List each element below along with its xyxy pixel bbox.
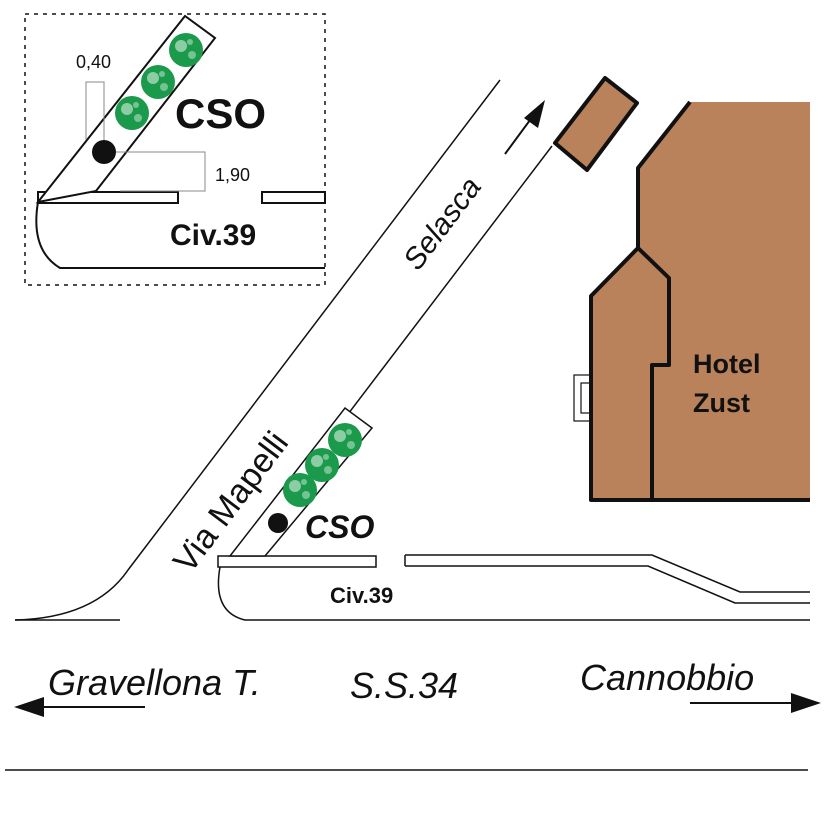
inset-civic-label: Civ.39 <box>170 219 256 252</box>
arrow-selasca-icon <box>504 100 545 155</box>
hotel-name: Hotel <box>693 349 761 379</box>
cso-point-icon <box>92 140 116 164</box>
direction-cannobbio: Cannobbio <box>580 657 754 698</box>
buildings: Hotel Zust <box>553 76 810 502</box>
inset-cso-label: CSO <box>175 90 266 137</box>
arrow-left-icon <box>14 697 145 717</box>
ss34-north-edge <box>217 566 810 621</box>
tree-icon <box>328 423 362 457</box>
inset-curb <box>35 201 325 269</box>
tree-icon <box>141 65 175 99</box>
hotel-name: Zust <box>693 388 750 418</box>
dimension-width-label: 0,40 <box>76 52 111 72</box>
road-name-ss34: S.S.34 <box>350 665 458 706</box>
sidewalk-right <box>404 554 810 604</box>
street-label-selasca: Selasca <box>397 171 488 276</box>
hotel-zust-building <box>591 102 810 500</box>
cso-point-icon <box>268 513 288 533</box>
small-building <box>553 76 639 172</box>
dimension-line-height <box>112 151 206 192</box>
civic-number-label: Civ.39 <box>330 583 393 608</box>
roads <box>5 79 810 771</box>
inset-sidewalk-left <box>37 191 179 204</box>
arrow-right-icon <box>690 693 821 713</box>
sidewalk-left <box>217 555 377 568</box>
cso-label: CSO <box>305 509 374 545</box>
inset-border <box>24 13 326 286</box>
tree-icon <box>169 33 203 67</box>
via-mapelli-west-edge <box>14 79 501 621</box>
inset-detail: 0,40 1,90 CSO Civ.39 <box>24 13 326 286</box>
dimension-line-width <box>85 81 105 140</box>
dimension-height-label: 1,90 <box>215 165 250 185</box>
inset-sidewalk-right <box>261 191 326 204</box>
direction-gravellona: Gravellona T. <box>48 662 261 703</box>
tree-icon <box>283 473 317 507</box>
tree-icon <box>115 96 149 130</box>
